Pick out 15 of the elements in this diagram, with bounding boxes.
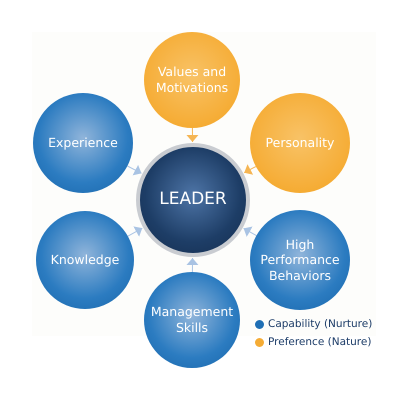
pointer-arrow [186,258,198,272]
circle-label: LEADER [158,189,228,211]
pointer-arrow [243,226,257,238]
pointer-arrow [244,164,256,175]
pointer-arrow [126,164,142,176]
pointer-arrow [127,226,143,237]
circle-label: Values and Motivations [154,64,230,96]
legend-label: Preference (Nature) [268,336,372,348]
circle-label: High Performance Behaviors [259,236,341,284]
circle-label: Experience [47,135,119,151]
circle-label: Knowledge [50,252,120,268]
circle-label: Personality [264,135,336,151]
pointer-arrow [186,128,198,142]
circle-label: Management Skills [150,304,234,336]
legend-label: Capability (Nurture) [268,318,372,330]
